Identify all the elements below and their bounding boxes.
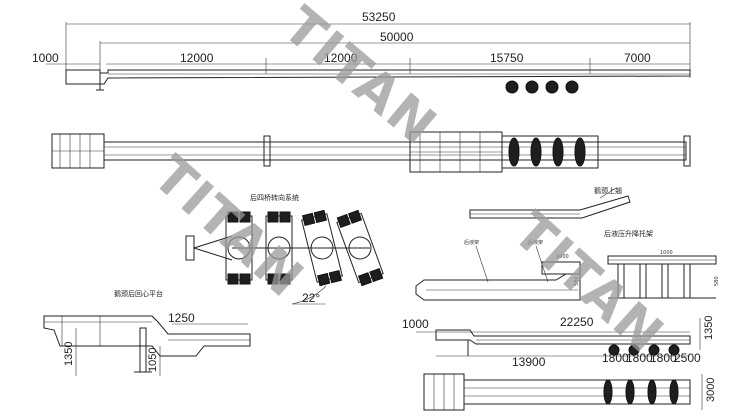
bottom-plan-axles <box>603 379 679 405</box>
dim-gooseneck-height: 1350 <box>63 342 75 366</box>
dim-segment-3: 15750 <box>490 51 524 65</box>
steer-axle-1 <box>225 211 253 285</box>
side-view-bottom: 1000 22250 1350 13900 1800 1800 1800 250… <box>402 315 715 369</box>
dim-gooseneck-length: 1250 <box>168 311 195 325</box>
dim-bracket-h-b: 580 <box>714 276 720 286</box>
plan-view-top <box>51 131 691 173</box>
caption-steering-system: 后四桥转向系统 <box>250 193 299 202</box>
watermark-3: TITAN <box>501 201 675 366</box>
dim-bottom-main: 13900 <box>512 355 546 369</box>
dim-deck-length: 50000 <box>380 30 414 44</box>
caption-rear-lift-bracket: 后液压升降托架 <box>604 229 653 238</box>
dim-axle-4: 2500 <box>674 351 701 365</box>
bottom-side-wheels <box>608 344 680 356</box>
dim-axle-1: 1800 <box>602 351 629 365</box>
rear-bracket-detail: 后液压升降托架 后液架 后液架 1000 580 1000 580 <box>415 229 720 301</box>
gooseneck-lift-detail: 鹅颈上翘 <box>469 186 631 219</box>
dim-bottom-width: 3000 <box>705 378 717 402</box>
plan-view-bottom: 3000 <box>423 373 717 411</box>
label-b: 后液架 <box>528 239 543 246</box>
dim-segment-1: 12000 <box>180 51 214 65</box>
steer-axle-2 <box>265 211 293 285</box>
dim-bottom-overall: 22250 <box>560 315 594 329</box>
dim-bracket-a: 1000 <box>556 254 569 260</box>
dim-bottom-height: 1350 <box>703 316 715 340</box>
steer-axle-3 <box>301 209 343 287</box>
plan-axles <box>508 137 586 167</box>
dim-bottom-front: 1000 <box>402 317 429 331</box>
steering-system: 后四桥转向系统 22° <box>185 193 384 305</box>
steering-angle: 22° <box>302 291 320 305</box>
steer-axle-4 <box>336 209 384 287</box>
caption-gooseneck-lift: 鹅颈上翘 <box>594 186 622 195</box>
caption-gooseneck-turntable: 鹅颈后回心平台 <box>114 289 163 298</box>
dim-front-overhang: 1000 <box>32 51 59 65</box>
dim-axle-3: 1800 <box>650 351 677 365</box>
gooseneck-detail: 鹅颈后回心平台 1250 1350 1050 <box>43 289 251 376</box>
watermark-2: TITAN <box>141 145 315 310</box>
side-view-top: 53250 50000 1000 12000 12000 15750 7000 <box>32 10 691 94</box>
dim-axle-2: 1800 <box>626 351 653 365</box>
dim-segment-2: 12000 <box>324 51 358 65</box>
watermark-1: TITAN <box>272 0 448 158</box>
dim-segment-4: 7000 <box>624 51 651 65</box>
dim-bracket-h-a: 580 <box>574 276 580 286</box>
dim-gooseneck-height2: 1050 <box>147 348 159 372</box>
side-wheels <box>505 80 579 94</box>
label-a: 后液架 <box>464 239 479 246</box>
dim-bracket-b: 1000 <box>660 250 673 256</box>
dim-total-length: 53250 <box>362 10 396 24</box>
